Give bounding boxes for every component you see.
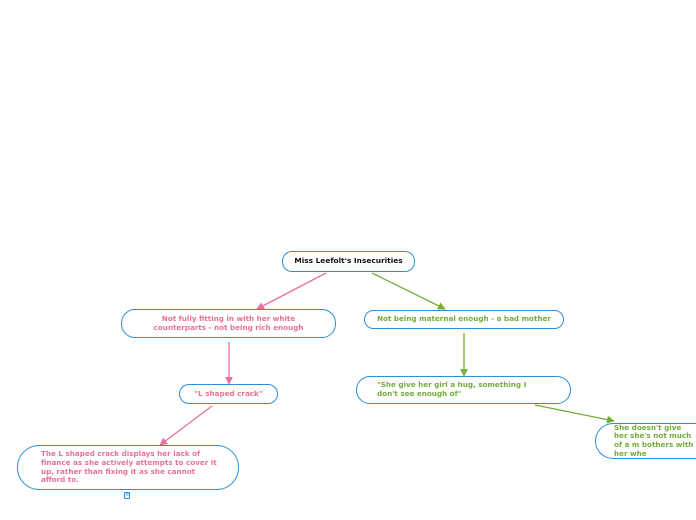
pink-topic-label: Not fully fitting in with her white coun… bbox=[153, 313, 304, 332]
note-icon[interactable]: ≡ bbox=[124, 492, 130, 499]
green-analysis-label: She doesn't give her she's not much of a… bbox=[614, 423, 694, 458]
green-topic-label: Not being maternal enough - a bad mother bbox=[377, 314, 551, 324]
pink-topic-node[interactable]: Not fully fitting in with her white coun… bbox=[121, 309, 336, 338]
green-analysis-node[interactable]: She doesn't give her she's not much of a… bbox=[595, 423, 696, 459]
edge-pink-quote-to-analysis bbox=[159, 405, 213, 446]
pink-quote-label: "L shaped crack" bbox=[194, 388, 263, 398]
root-node[interactable]: Miss Leefolt's Insecurities bbox=[282, 251, 415, 272]
green-quote-node[interactable]: "She give her girl a hug, something I do… bbox=[356, 376, 571, 404]
green-quote-label: "She give her girl a hug, something I do… bbox=[377, 380, 527, 398]
pink-analysis-node[interactable]: The L shaped crack displays her lack of … bbox=[17, 445, 239, 490]
pink-analysis-label: The L shaped crack displays her lack of … bbox=[41, 449, 217, 485]
edge-root-to-pink-topic bbox=[256, 272, 327, 310]
green-topic-node[interactable]: Not being maternal enough - a bad mother bbox=[364, 310, 564, 329]
edge-root-to-green-topic bbox=[371, 272, 446, 310]
edge-green-quote-to-analysis bbox=[534, 404, 615, 424]
pink-quote-node[interactable]: "L shaped crack" bbox=[179, 384, 278, 404]
root-node-label: Miss Leefolt's Insecurities bbox=[294, 256, 403, 266]
